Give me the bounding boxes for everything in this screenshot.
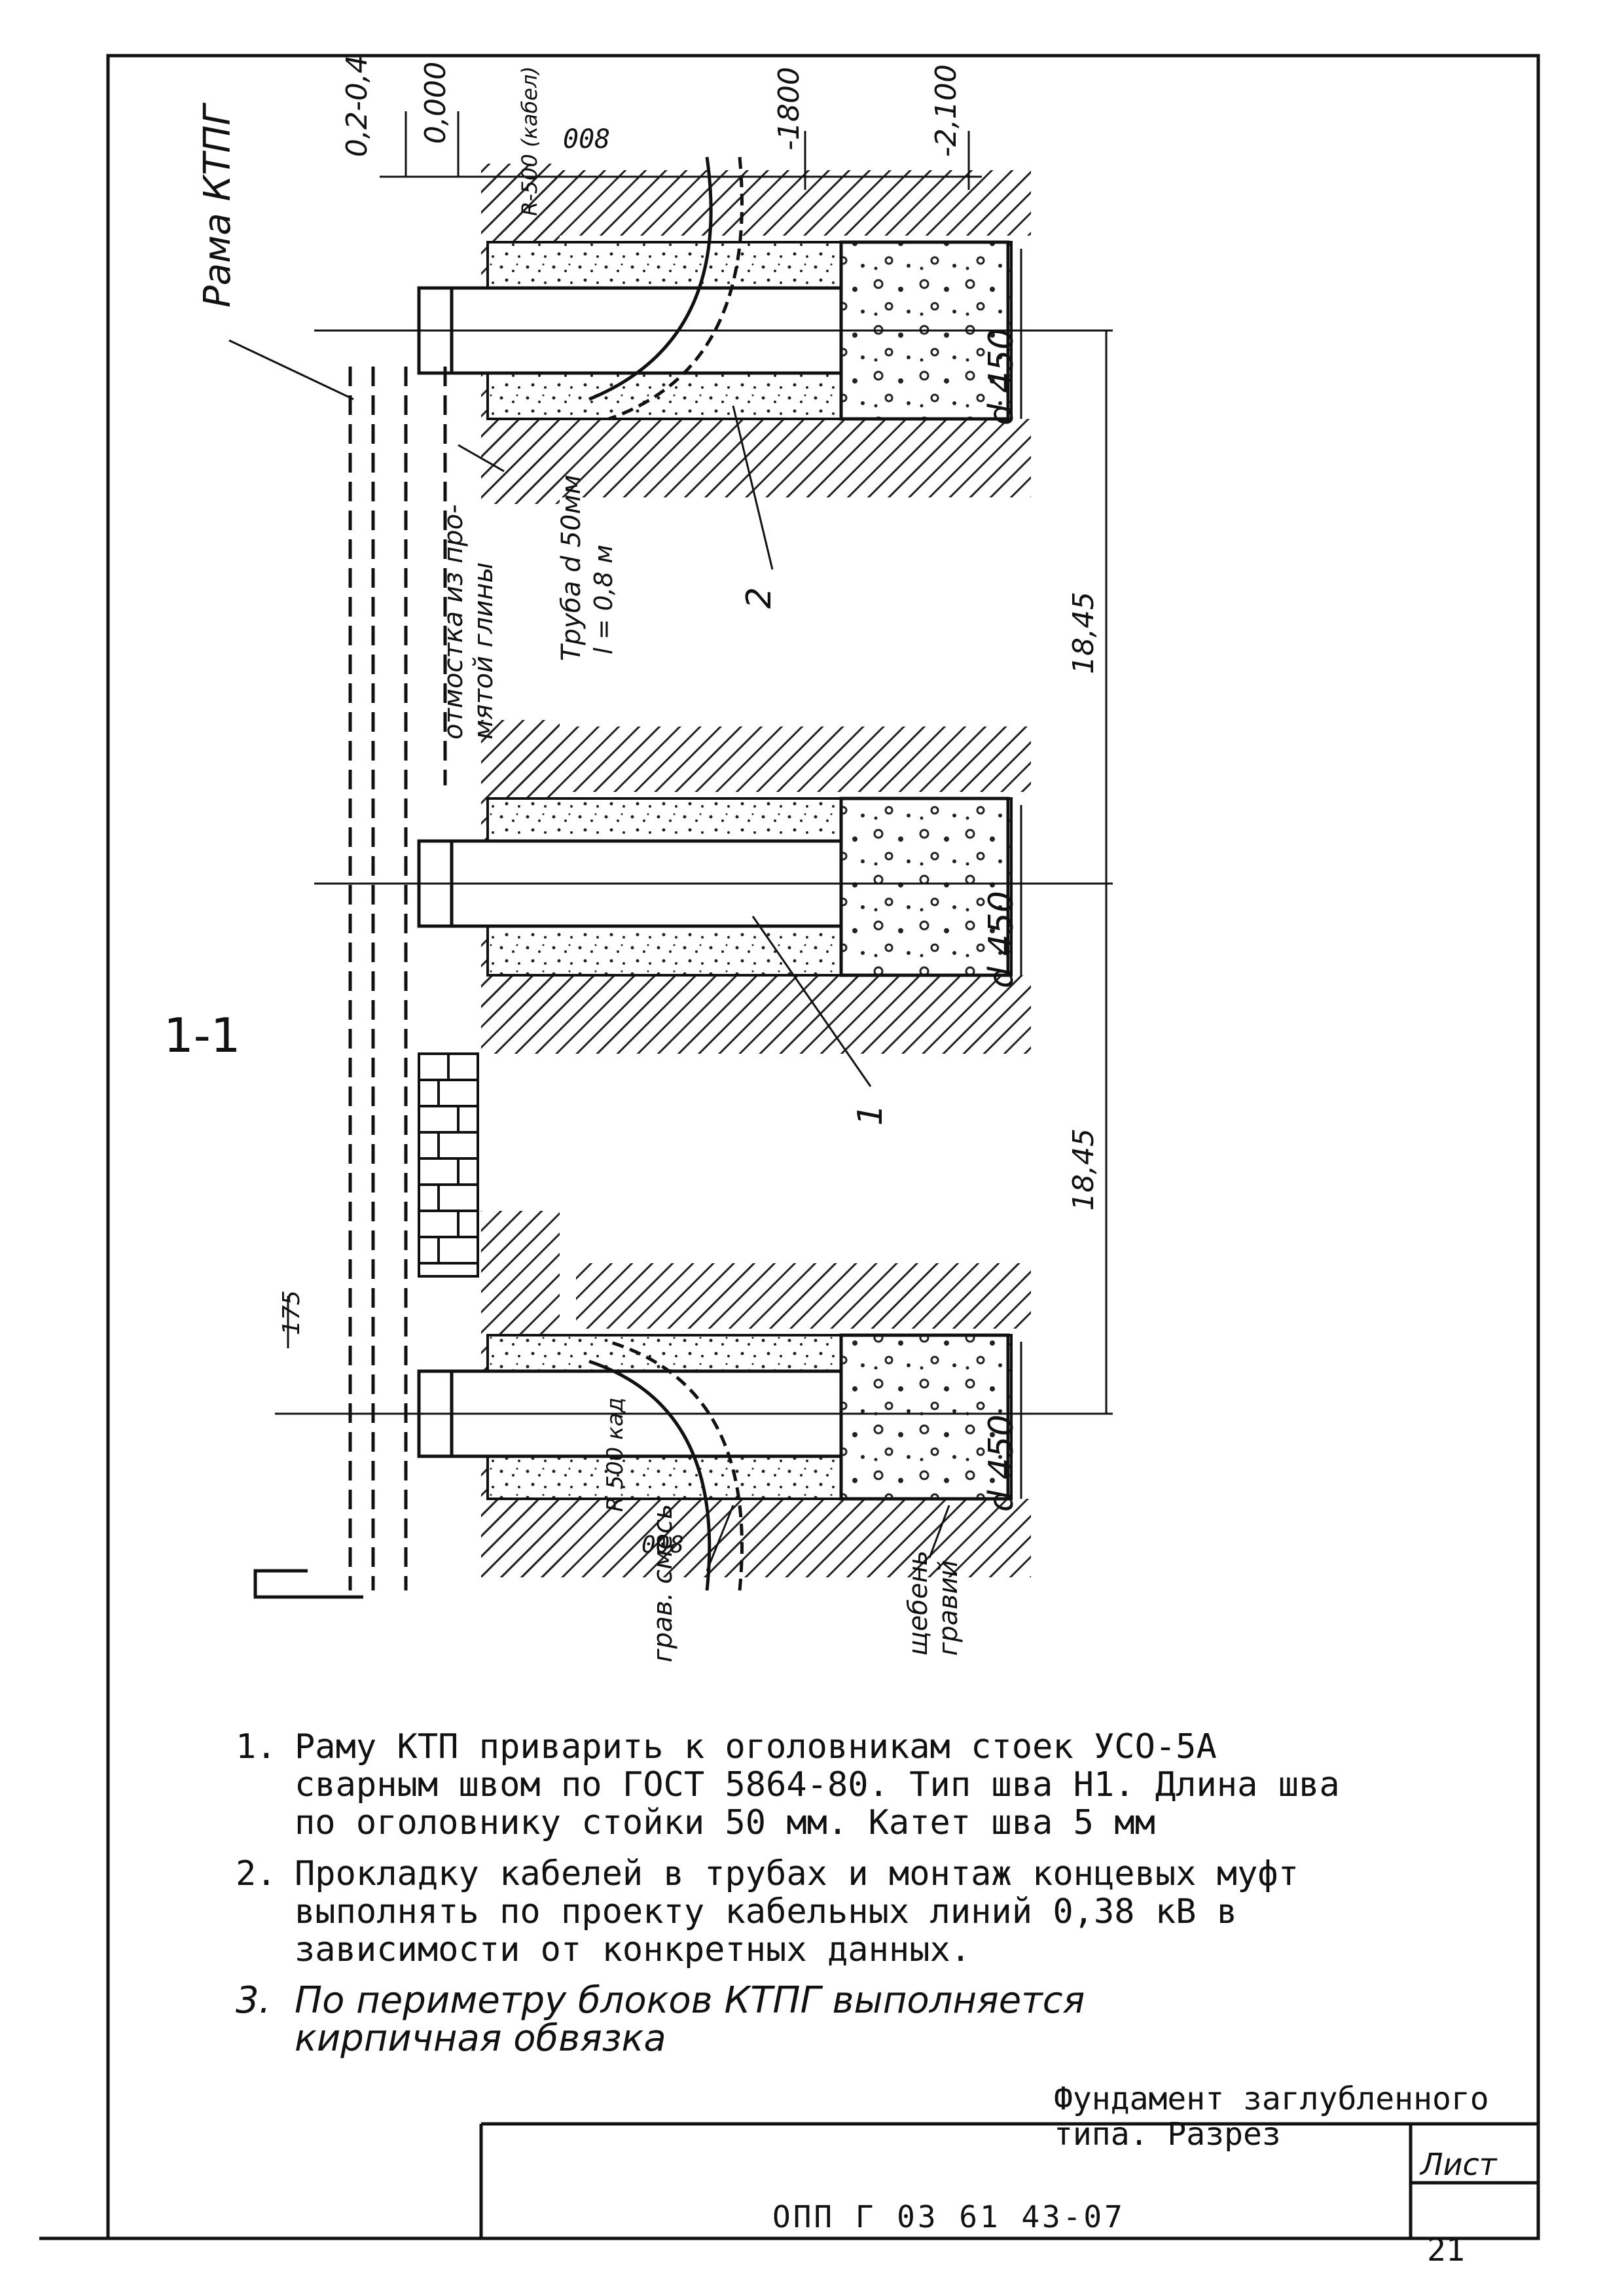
spacing-label-1: 18,45 [1067,592,1100,674]
note-1-text: Раму КТП приварить к оголовникам стоек У… [295,1727,1340,1842]
leader-lines [228,339,950,1571]
note-3: 3. По периметру блоков КТПГ выполняется … [236,1982,1113,2058]
note-1-number: 1. [236,1727,277,1767]
pipe-bend-bottom-label: R 500 кад [602,1397,628,1512]
note-3-text: По периметру блоков КТПГ выполняется кир… [295,1979,1085,2060]
drawing-caption: Фундамент заглубленного типа. Разрез [1054,2081,1489,2153]
section-label: 1-1 [164,1008,241,1063]
level-2100-label: -2,100 [929,64,963,157]
pipe-length-label: l = 0,8 м [589,545,618,655]
callout-1: 1 [851,1103,890,1126]
sheet-number: 21 [1427,2232,1465,2269]
ktpg-frame-foot [253,1569,363,1599]
axis-lines [275,329,1113,1415]
dim-175-label: 175 [278,1290,305,1335]
blind-area-label: отмостка из про- мятой глины [439,504,499,740]
pipe-label: Труба d 50мм [556,475,586,661]
note-1: 1. Раму КТП приварить к оголовникам стое… [236,1728,1375,1842]
note-2-number: 2. [236,1854,277,1893]
gravel-label: щебень гравий [903,1550,964,1656]
dim-800-top-label: 008 [563,124,611,154]
cable-pipes [588,156,744,1591]
mix-label: грав. смесь [648,1503,678,1662]
dim-800-bottom-label: 008 [641,1532,685,1558]
frame-label: Рама КТПГ [196,105,239,308]
general-notes: 1. Раму КТП приварить к оголовникам стое… [236,1728,1375,2071]
sheet-label: Лист [1420,2147,1497,2182]
spacing-label-2: 18,45 [1067,1128,1100,1211]
level-top-label: 0,2-0,4 [340,55,374,157]
diameter-label-3: d 450 [982,1414,1021,1512]
note-3-number: 3. [236,1979,271,2022]
level-zero-label: 0,000 [419,62,452,144]
ktpg-frame [348,367,447,1590]
drawing-code: ОПП Г 03 61 43-07 [772,2199,1125,2234]
level-1800-label: -1800 [772,67,806,151]
note-2-text: Прокладку кабелей в трубах и монтаж конц… [295,1854,1299,1969]
diameter-label-2: d 450 [982,891,1021,988]
title-block-frame [39,2122,1538,2240]
diameter-label-1: d 450 [982,328,1021,425]
note-2: 2. Прокладку кабелей в трубах и монтаж к… [236,1855,1375,1969]
callout-2: 2 [740,586,779,609]
brick-binding [418,1052,479,1278]
dimension-lines [287,111,1108,1499]
pipe-bend-top-label: R-500 (кабел) [517,66,542,216]
